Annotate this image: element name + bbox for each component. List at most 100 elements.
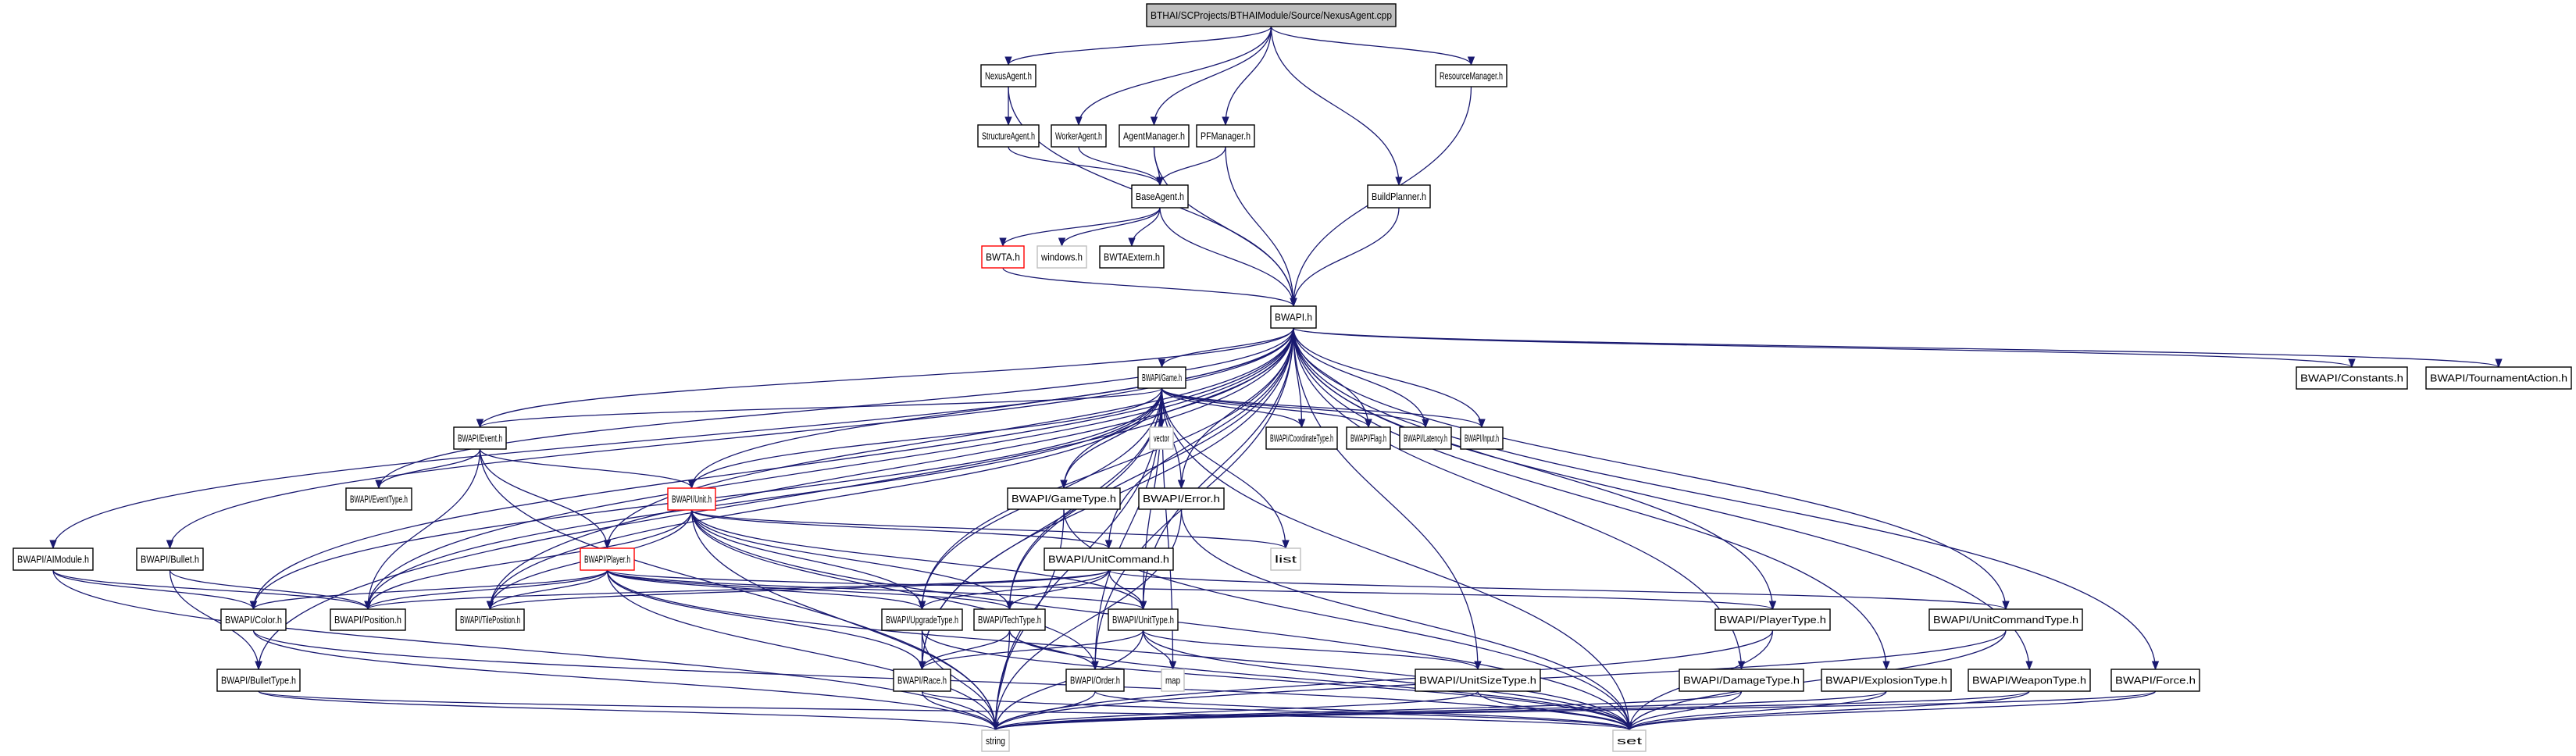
node-workeragent-box[interactable] xyxy=(1051,124,1107,148)
node-agentmanager[interactable]: AgentManager.h xyxy=(1119,124,1190,148)
node-nexusagent-box[interactable] xyxy=(980,64,1036,87)
node-vector[interactable]: vector xyxy=(1149,426,1174,450)
node-weapontype[interactable]: BWAPI/WeaponType.h xyxy=(1968,669,2091,692)
node-upgradetype-box[interactable] xyxy=(881,608,963,631)
node-bwtaextern-box[interactable] xyxy=(1099,245,1165,269)
node-unitsizetype-box[interactable] xyxy=(1415,669,1541,692)
node-unit[interactable]: BWAPI/Unit.h xyxy=(667,487,716,511)
node-bullet-box[interactable] xyxy=(136,547,204,571)
node-input-box[interactable] xyxy=(1460,426,1504,450)
node-color[interactable]: BWAPI/Color.h xyxy=(220,608,287,631)
node-gametype-box[interactable] xyxy=(1007,487,1121,510)
node-unitcommandtype-box[interactable] xyxy=(1928,608,2083,631)
node-windows[interactable]: windows.h xyxy=(1036,245,1087,269)
node-game-box[interactable] xyxy=(1137,366,1186,389)
node-resourcemanager[interactable]: ResourceManager.h xyxy=(1435,64,1507,87)
node-nexusagent[interactable]: NexusAgent.h xyxy=(980,64,1036,87)
node-color-box[interactable] xyxy=(220,608,287,631)
node-unitcommandtype[interactable]: BWAPI/UnitCommandType.h xyxy=(1928,608,2083,631)
node-baseagent[interactable]: BaseAgent.h xyxy=(1131,184,1189,209)
node-bwapi[interactable]: BWAPI.h xyxy=(1270,305,1317,329)
node-input[interactable]: BWAPI/Input.h xyxy=(1460,426,1504,450)
node-eventtype[interactable]: BWAPI/EventType.h xyxy=(345,487,412,511)
node-list-box[interactable] xyxy=(1270,547,1301,571)
node-buildplanner[interactable]: BuildPlanner.h xyxy=(1367,184,1431,209)
node-techtype-box[interactable] xyxy=(973,608,1046,631)
node-force-box[interactable] xyxy=(2110,669,2200,692)
node-set[interactable]: set xyxy=(1612,729,1647,752)
node-tileposition-box[interactable] xyxy=(455,608,525,631)
node-damagetype[interactable]: BWAPI/DamageType.h xyxy=(1679,669,1804,692)
node-latency[interactable]: BWAPI/Latency.h xyxy=(1399,426,1452,450)
node-string[interactable]: string xyxy=(981,729,1010,752)
node-string-box[interactable] xyxy=(981,729,1010,752)
node-constants-box[interactable] xyxy=(2296,366,2408,390)
node-pfmanager[interactable]: PFManager.h xyxy=(1196,124,1255,148)
node-upgradetype[interactable]: BWAPI/UpgradeType.h xyxy=(881,608,963,631)
node-bullettype[interactable]: BWAPI/BulletType.h xyxy=(216,669,301,692)
node-flag-box[interactable] xyxy=(1346,426,1391,450)
node-game[interactable]: BWAPI/Game.h xyxy=(1137,366,1186,389)
node-aimodule[interactable]: BWAPI/AIModule.h xyxy=(12,547,94,571)
node-unitcommand-box[interactable] xyxy=(1044,547,1174,571)
node-bwta-box[interactable] xyxy=(981,245,1025,269)
node-map-box[interactable] xyxy=(1161,669,1185,692)
node-player[interactable]: BWAPI/Player.h xyxy=(580,547,635,571)
node-order[interactable]: BWAPI/Order.h xyxy=(1065,669,1125,692)
node-structureagent-box[interactable] xyxy=(977,124,1040,148)
node-bwapi-box[interactable] xyxy=(1270,305,1317,329)
node-race[interactable]: BWAPI/Race.h xyxy=(893,669,951,692)
node-agentmanager-box[interactable] xyxy=(1119,124,1190,148)
node-order-box[interactable] xyxy=(1065,669,1125,692)
node-structureagent[interactable]: StructureAgent.h xyxy=(977,124,1040,148)
node-error-box[interactable] xyxy=(1138,487,1225,510)
node-list[interactable]: list xyxy=(1270,547,1301,571)
node-explosiontype-box[interactable] xyxy=(1821,669,1952,692)
node-techtype[interactable]: BWAPI/TechType.h xyxy=(973,608,1046,631)
node-workeragent[interactable]: WorkerAgent.h xyxy=(1051,124,1107,148)
node-coordinatetype[interactable]: BWAPI/CoordinateType.h xyxy=(1265,426,1338,450)
node-windows-box[interactable] xyxy=(1036,245,1087,269)
node-bullet[interactable]: BWAPI/Bullet.h xyxy=(136,547,204,571)
node-unittype[interactable]: BWAPI/UnitType.h xyxy=(1108,608,1179,631)
node-weapontype-box[interactable] xyxy=(1968,669,2091,692)
node-unit-box[interactable] xyxy=(667,487,716,511)
node-event[interactable]: BWAPI/Event.h xyxy=(453,426,507,450)
node-pfmanager-box[interactable] xyxy=(1196,124,1255,148)
node-force[interactable]: BWAPI/Force.h xyxy=(2110,669,2200,692)
node-damagetype-box[interactable] xyxy=(1679,669,1804,692)
node-resourcemanager-box[interactable] xyxy=(1435,64,1507,87)
node-explosiontype[interactable]: BWAPI/ExplosionType.h xyxy=(1821,669,1952,692)
node-bullettype-box[interactable] xyxy=(216,669,301,692)
node-vector-box[interactable] xyxy=(1149,426,1174,450)
node-buildplanner-box[interactable] xyxy=(1367,184,1431,209)
node-race-box[interactable] xyxy=(893,669,951,692)
node-root[interactable]: BTHAI/SCProjects/BTHAIModule/Source/Nexu… xyxy=(1146,3,1397,27)
node-set-box[interactable] xyxy=(1612,729,1647,752)
node-unittype-box[interactable] xyxy=(1108,608,1179,631)
node-tileposition[interactable]: BWAPI/TilePosition.h xyxy=(455,608,525,631)
node-position[interactable]: BWAPI/Position.h xyxy=(330,608,406,631)
node-root-box[interactable] xyxy=(1146,3,1397,27)
node-player-box[interactable] xyxy=(580,547,635,571)
node-position-box[interactable] xyxy=(330,608,406,631)
node-unitcommand[interactable]: BWAPI/UnitCommand.h xyxy=(1044,547,1174,571)
node-bwtaextern[interactable]: BWTAExtern.h xyxy=(1099,245,1165,269)
node-coordinatetype-box[interactable] xyxy=(1265,426,1338,450)
node-playertype[interactable]: BWAPI/PlayerType.h xyxy=(1714,608,1831,631)
node-latency-box[interactable] xyxy=(1399,426,1452,450)
node-baseagent-box[interactable] xyxy=(1131,184,1189,209)
node-tournamentaction-box[interactable] xyxy=(2425,366,2572,390)
node-flag[interactable]: BWAPI/Flag.h xyxy=(1346,426,1391,450)
node-aimodule-box[interactable] xyxy=(12,547,94,571)
node-event-box[interactable] xyxy=(453,426,507,450)
node-bwta[interactable]: BWTA.h xyxy=(981,245,1025,269)
node-gametype[interactable]: BWAPI/GameType.h xyxy=(1007,487,1121,510)
node-constants[interactable]: BWAPI/Constants.h xyxy=(2296,366,2408,390)
node-map[interactable]: map xyxy=(1161,669,1185,692)
node-error[interactable]: BWAPI/Error.h xyxy=(1138,487,1225,510)
node-tournamentaction[interactable]: BWAPI/TournamentAction.h xyxy=(2425,366,2572,390)
node-unitsizetype[interactable]: BWAPI/UnitSizeType.h xyxy=(1415,669,1541,692)
node-eventtype-box[interactable] xyxy=(345,487,412,511)
node-playertype-box[interactable] xyxy=(1714,608,1831,631)
